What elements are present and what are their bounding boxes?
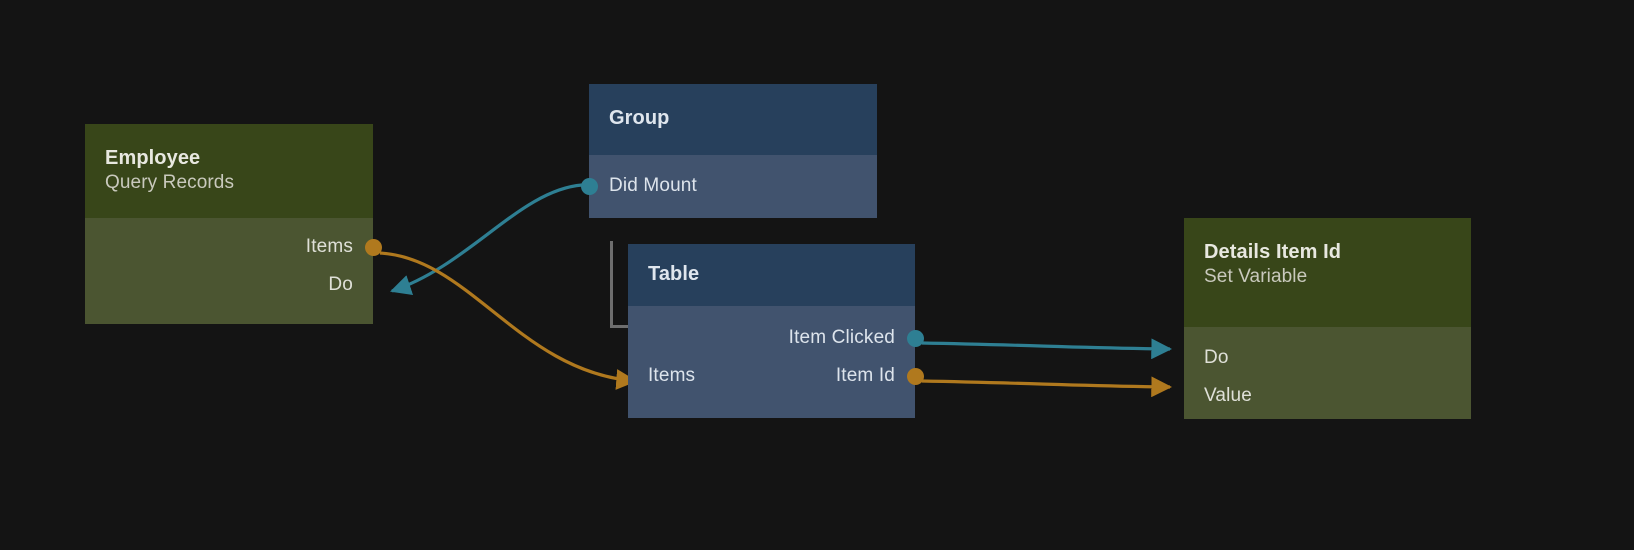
group-child-bracket (610, 241, 628, 328)
port-group-didmount-dot[interactable] (580, 177, 598, 195)
node-details-item-id-title: Details Item Id (1204, 241, 1342, 263)
port-details-value-label: Value (1204, 385, 1252, 406)
port-table-row-items-itemid[interactable]: Items Item Id (628, 357, 924, 395)
port-employee-do[interactable]: Do (85, 266, 373, 304)
node-group-title: Group (609, 107, 670, 129)
port-table-itemid-dot[interactable] (906, 367, 924, 385)
port-details-value[interactable]: Value (1184, 377, 1471, 415)
port-table-item-clicked[interactable]: Item Clicked (628, 319, 924, 357)
port-employee-items[interactable]: Items (85, 228, 382, 266)
node-group-header: Group (589, 84, 877, 155)
node-details-item-id[interactable]: Details Item Id Set Variable Do Value (1184, 218, 1471, 419)
node-employee-title: Employee (105, 147, 201, 169)
wire-employee-items-to-table-items (379, 251, 638, 390)
node-employee-body: Items Do (85, 218, 382, 324)
wire-table-itemid-to-details-value (921, 376, 1173, 398)
port-table-itemid-label: Item Id (835, 365, 895, 386)
port-table-items-label: Items (648, 365, 696, 386)
node-table[interactable]: Table Item Clicked Items Item Id (628, 244, 924, 418)
port-details-do[interactable]: Do (1184, 339, 1471, 377)
port-employee-items-dot[interactable] (364, 238, 382, 256)
node-details-item-id-subtitle: Set Variable (1204, 266, 1308, 288)
node-employee-subtitle: Query Records (105, 172, 235, 194)
wire-group-didmount-to-employee-do (390, 183, 583, 295)
port-group-didmount-label: Did Mount (609, 175, 697, 196)
node-table-body: Item Clicked Items Item Id (628, 306, 924, 418)
port-details-do-label: Do (1204, 347, 1229, 368)
node-group-body: Did Mount (580, 155, 877, 218)
node-employee[interactable]: Employee Query Records Items Do (85, 124, 382, 324)
port-table-item-clicked-dot[interactable] (906, 329, 924, 347)
port-employee-items-label: Items (305, 236, 353, 257)
node-table-header: Table (628, 244, 915, 306)
wire-table-itemclicked-to-details-do (921, 338, 1173, 360)
node-employee-header: Employee Query Records (85, 124, 373, 218)
node-details-item-id-body: Do Value (1184, 327, 1471, 419)
port-group-didmount[interactable]: Did Mount (580, 167, 877, 205)
node-details-item-id-header: Details Item Id Set Variable (1184, 218, 1471, 327)
node-table-title: Table (648, 263, 700, 285)
node-group[interactable]: Group Did Mount (580, 84, 877, 218)
port-table-item-clicked-label: Item Clicked (788, 327, 895, 348)
port-employee-do-label: Do (328, 274, 353, 295)
